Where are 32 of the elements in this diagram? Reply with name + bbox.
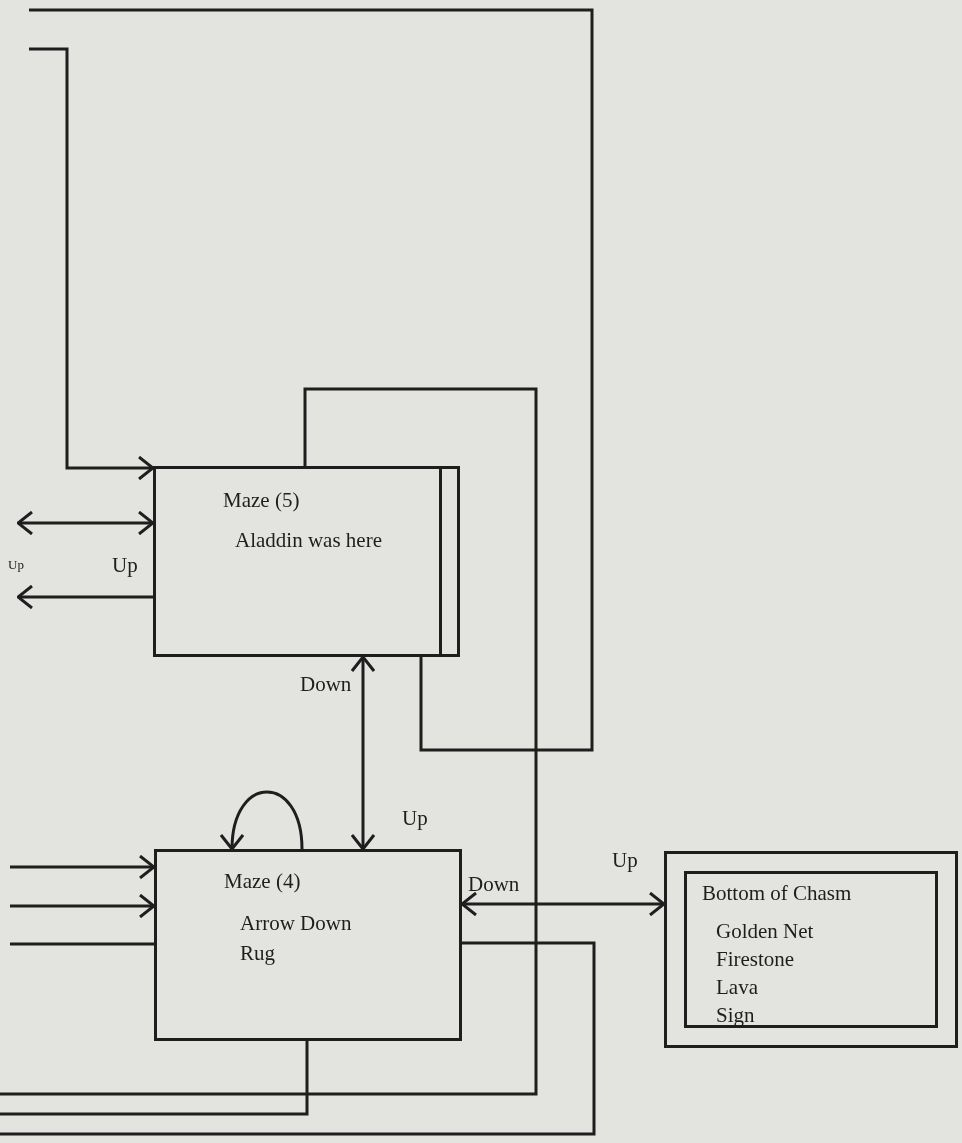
arrow: [29, 47, 155, 481]
curved-arrow: [220, 790, 304, 851]
arrow: [16, 510, 155, 536]
corridor-line: [0, 1041, 309, 1116]
room-name: Maze (5): [223, 488, 300, 512]
corridor-line: [0, 387, 538, 1096]
room-box: [153, 466, 460, 657]
edge-label: Up: [112, 553, 138, 577]
room-item: Firestone: [716, 947, 795, 971]
corridor-line: [29, 8, 594, 752]
room-item: Aladdin was here: [235, 528, 382, 552]
direction-label: Up: [8, 556, 24, 574]
arrow: [460, 891, 666, 917]
direction-label: Up: [612, 848, 638, 872]
edge-label: Down: [468, 872, 520, 896]
corridor-line: [10, 942, 154, 946]
room-item: Arrow Down: [240, 911, 352, 935]
room-item: Golden Net: [716, 919, 814, 943]
room-item: Lava: [716, 975, 758, 999]
direction-label: Up: [402, 806, 428, 830]
edge-label: Down: [300, 672, 352, 696]
arrow: [16, 584, 153, 610]
arrow: [10, 854, 156, 880]
arrow: [350, 655, 376, 851]
room-name: Bottom of Chasm: [702, 881, 852, 905]
room-item: Sign: [716, 1003, 755, 1027]
room-box: [154, 849, 462, 1041]
room-box: [664, 851, 958, 1048]
room-name: Maze (4): [224, 869, 301, 893]
arrow: [10, 893, 156, 919]
room-item: Rug: [240, 941, 275, 965]
corridor-line: [0, 941, 596, 1136]
